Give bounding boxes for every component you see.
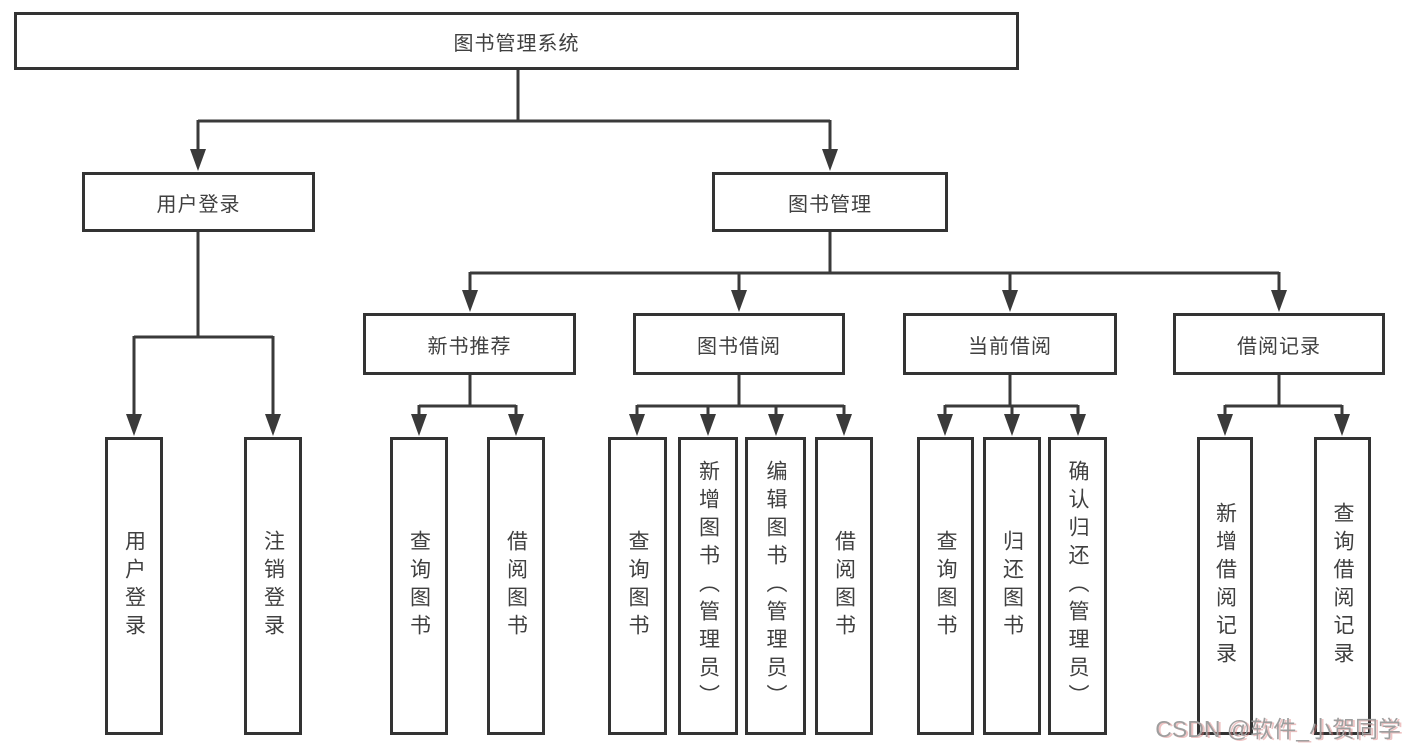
leaf-borrow-query-books: 查询图书 — [608, 437, 667, 735]
node-label: 图书借阅 — [697, 335, 781, 358]
leaf-borrow-add-books-admin: 新增图书（管理员） — [678, 437, 738, 735]
leaf-label: 新增借阅记录 — [1213, 502, 1237, 670]
node-label: 图书管理系统 — [453, 32, 580, 55]
node-book-borrow: 图书借阅 — [633, 313, 845, 375]
leaf-label: 归还图书 — [1000, 530, 1024, 642]
node-label: 借阅记录 — [1237, 335, 1321, 358]
node-label: 用户登录 — [156, 193, 241, 216]
leaf-current-return-books: 归还图书 — [983, 437, 1041, 735]
leaf-label: 借阅图书 — [504, 530, 528, 642]
leaf-label: 查询图书 — [626, 530, 649, 642]
leaf-label: 查询图书 — [934, 530, 957, 642]
leaf-label: 借阅图书 — [832, 530, 856, 642]
leaf-borrow-borrow-books: 借阅图书 — [815, 437, 873, 735]
leaf-user-login: 用户登录 — [105, 437, 163, 735]
leaf-label: 新增图书（管理员） — [696, 460, 720, 712]
node-new-book-recommend: 新书推荐 — [363, 313, 576, 375]
node-label: 当前借阅 — [968, 335, 1052, 358]
node-borrow-records: 借阅记录 — [1173, 313, 1385, 375]
leaf-recommend-borrow-books: 借阅图书 — [487, 437, 545, 735]
leaf-records-query-record: 查询借阅记录 — [1314, 437, 1371, 735]
leaf-label: 查询图书 — [407, 530, 431, 642]
leaf-current-query-books: 查询图书 — [917, 437, 974, 735]
node-current-borrow: 当前借阅 — [903, 313, 1117, 375]
csdn-watermark: CSDN @软件_小贺同学 — [1155, 716, 1401, 742]
leaf-recommend-query-books: 查询图书 — [390, 437, 448, 735]
leaf-label: 用户登录 — [122, 530, 146, 642]
leaf-logout-login: 注销登录 — [244, 437, 302, 735]
node-root-system: 图书管理系统 — [14, 12, 1019, 70]
node-book-management: 图书管理 — [712, 172, 948, 232]
node-user-login: 用户登录 — [82, 172, 315, 232]
leaf-current-confirm-return-admin: 确认归还（管理员） — [1048, 437, 1107, 735]
leaf-label: 查询借阅记录 — [1331, 502, 1354, 670]
leaf-records-add-record: 新增借阅记录 — [1197, 437, 1253, 735]
node-label: 图书管理 — [788, 193, 872, 216]
node-label: 新书推荐 — [427, 335, 512, 358]
leaf-label: 确认归还（管理员） — [1066, 460, 1089, 712]
leaf-label: 注销登录 — [261, 530, 285, 642]
leaf-label: 编辑图书（管理员） — [764, 460, 787, 712]
leaf-borrow-edit-books-admin: 编辑图书（管理员） — [745, 437, 806, 735]
